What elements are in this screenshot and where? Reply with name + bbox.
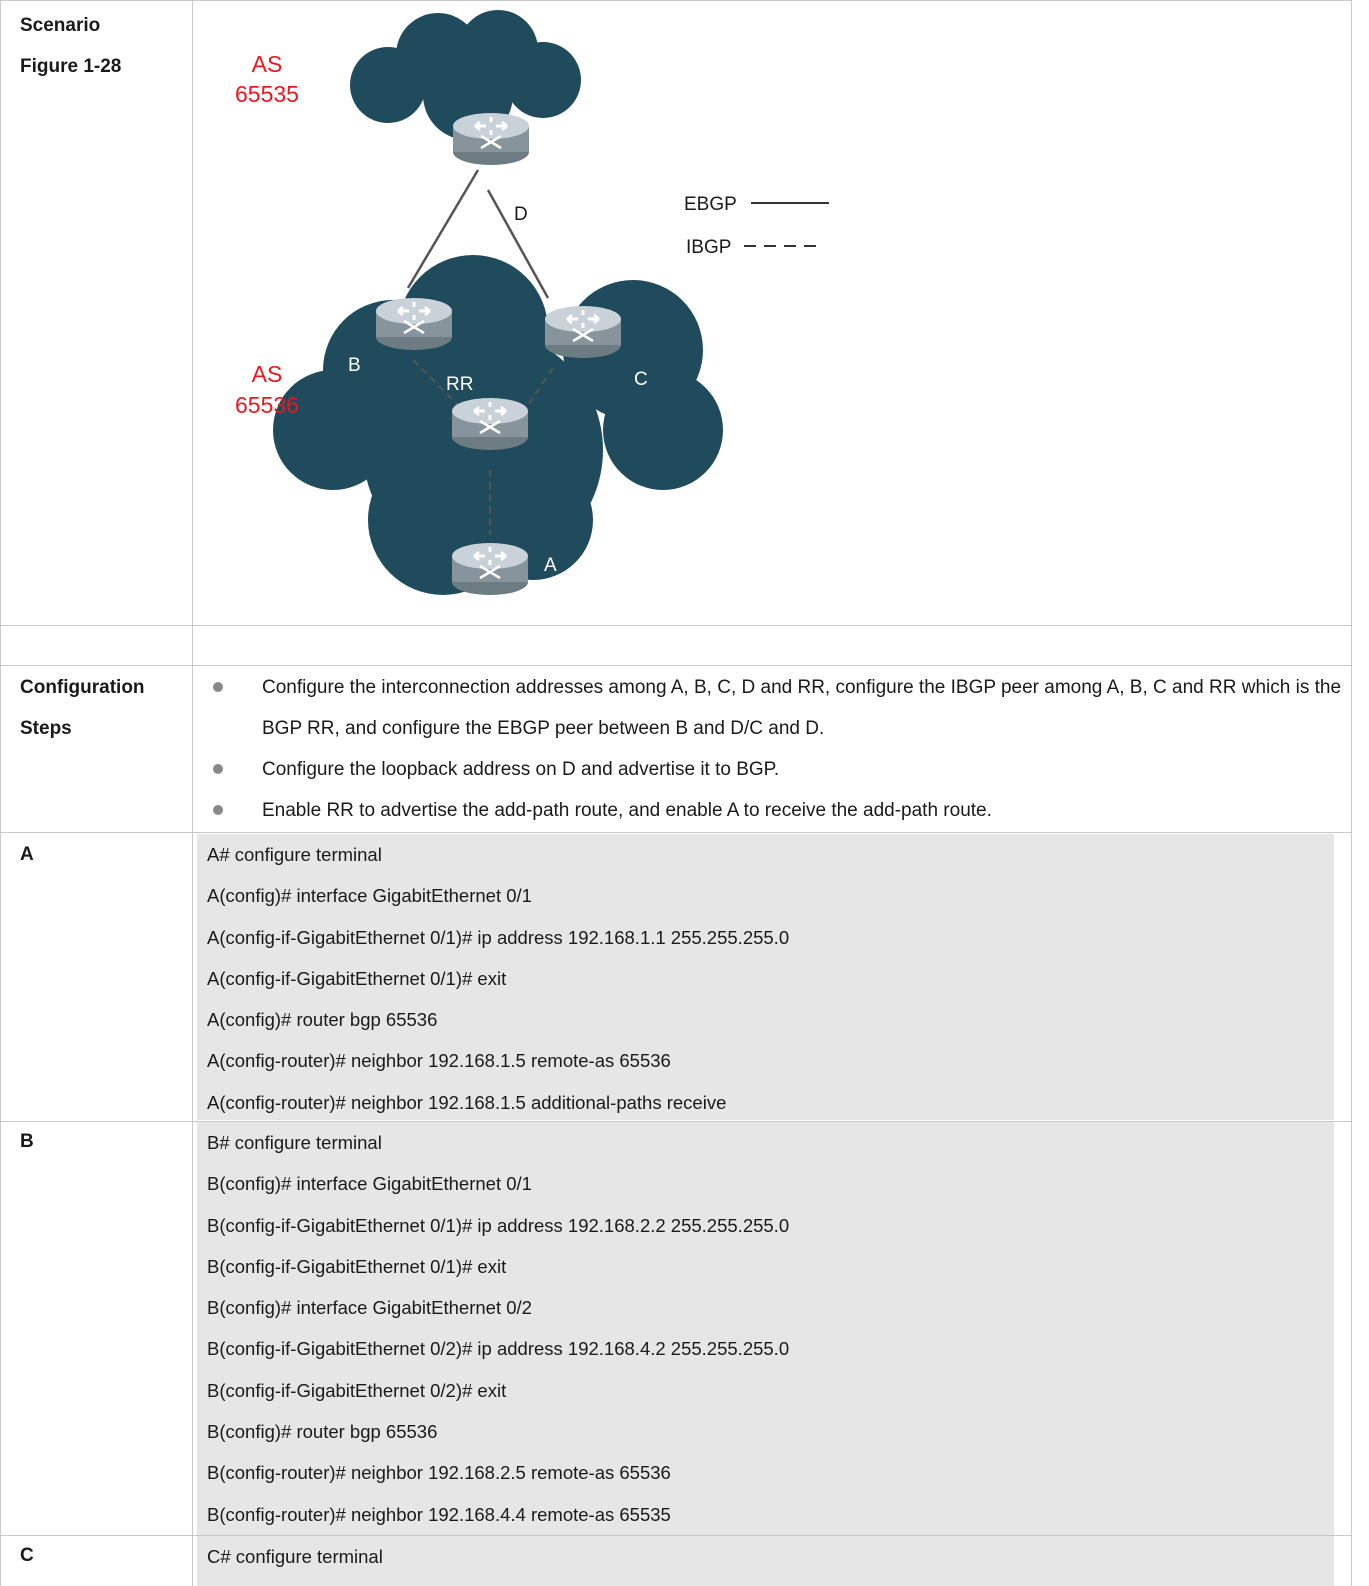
legend-ebgp-label: EBGP	[684, 194, 737, 215]
code-line: B(config)# router bgp 65536	[207, 1421, 438, 1443]
ebgp-link-d-b	[406, 169, 480, 289]
code-line: B(config)# interface GigabitEthernet 0/1	[207, 1173, 532, 1195]
router-a-label: A	[544, 555, 557, 576]
code-line: B# configure terminal	[207, 1132, 382, 1153]
router-d-label: D	[514, 204, 528, 225]
code-line: B(config-if-GigabitEthernet 0/1)# exit	[207, 1255, 507, 1277]
config-label-line2: Steps	[20, 718, 72, 739]
code-line: C# configure terminal	[207, 1546, 383, 1567]
router-a-icon	[450, 541, 530, 597]
code-line: B(config-if-GigabitEthernet 0/2)# exit	[207, 1379, 507, 1401]
bullet-icon	[213, 805, 223, 815]
row-divider	[0, 1121, 1352, 1122]
scenario-label: Scenario	[20, 15, 101, 36]
step-text: Configure the loopback address on D and …	[262, 759, 780, 780]
code-line: A(config-router)# neighbor 192.168.1.5 a…	[207, 1091, 727, 1113]
table-border-right	[1351, 0, 1352, 1586]
as-top-label-1: AS	[252, 51, 283, 77]
code-line: B(config-if-GigabitEthernet 0/1)# ip add…	[207, 1214, 790, 1236]
step-item: Enable RR to advertise the add-path rout…	[192, 790, 1352, 831]
row-divider	[0, 832, 1352, 833]
code-line: A(config)# interface GigabitEthernet 0/1	[207, 885, 532, 907]
bullet-icon	[213, 682, 223, 692]
router-b-label: B	[348, 355, 361, 376]
topology-figure: AS 65535 AS 65536 D B RR C A EBGP IBGP	[193, 0, 1351, 626]
ebgp-link-d-c	[486, 189, 550, 299]
router-c-label: C	[634, 369, 648, 390]
code-line: A# configure terminal	[207, 844, 382, 865]
code-block-b: B# configure terminal B(config)# interfa…	[197, 1122, 1334, 1535]
code-line: B(config-if-GigabitEthernet 0/2)# ip add…	[207, 1338, 790, 1360]
as-bottom-label-1: AS	[252, 361, 283, 387]
config-label-line1: Configuration	[20, 677, 145, 698]
code-line: A(config)# router bgp 65536	[207, 1009, 438, 1031]
figure-label: Figure 1-28	[20, 56, 122, 77]
router-rr-icon	[450, 396, 530, 452]
table-border-left	[0, 0, 1, 1586]
code-block-c: C# configure terminal	[197, 1536, 1334, 1586]
code-line: B(config-router)# neighbor 192.168.2.5 r…	[207, 1462, 671, 1484]
row-label-a: A	[20, 844, 34, 865]
scenario-label-cell: Scenario Figure 1-28	[20, 5, 121, 87]
row-divider	[0, 665, 1352, 666]
legend-ibgp-label: IBGP	[686, 237, 731, 258]
table-column-divider	[192, 0, 193, 1586]
code-line: B(config-router)# neighbor 192.168.4.4 r…	[207, 1503, 671, 1525]
code-line: A(config-router)# neighbor 192.168.1.5 r…	[207, 1050, 671, 1072]
code-block-a: A# configure terminal A(config)# interfa…	[197, 834, 1334, 1120]
step-text: Enable RR to advertise the add-path rout…	[262, 800, 992, 821]
row-divider	[0, 625, 1352, 626]
step-item: Configure the loopback address on D and …	[192, 749, 1352, 790]
router-rr-label: RR	[446, 374, 473, 395]
row-divider	[0, 1535, 1352, 1536]
code-line: A(config-if-GigabitEthernet 0/1)# ip add…	[207, 926, 790, 948]
router-b-icon	[374, 296, 454, 352]
code-line: B(config)# interface GigabitEthernet 0/2	[207, 1297, 532, 1319]
table-border-top	[0, 0, 1352, 1]
step-item: Configure the interconnection addresses …	[192, 667, 1352, 749]
as-bottom-label-2: 65536	[235, 392, 299, 418]
configuration-steps-list: Configure the interconnection addresses …	[192, 667, 1352, 831]
row-label-c: C	[20, 1545, 34, 1566]
code-line: A(config-if-GigabitEthernet 0/1)# exit	[207, 967, 507, 989]
row-label-b: B	[20, 1131, 34, 1152]
config-steps-label-cell: Configuration Steps	[20, 667, 145, 749]
bullet-icon	[213, 764, 223, 774]
as-top-label-2: 65535	[235, 81, 299, 107]
step-text: Configure the interconnection addresses …	[262, 677, 1342, 739]
router-c-icon	[543, 304, 623, 360]
router-d-icon	[451, 111, 531, 167]
